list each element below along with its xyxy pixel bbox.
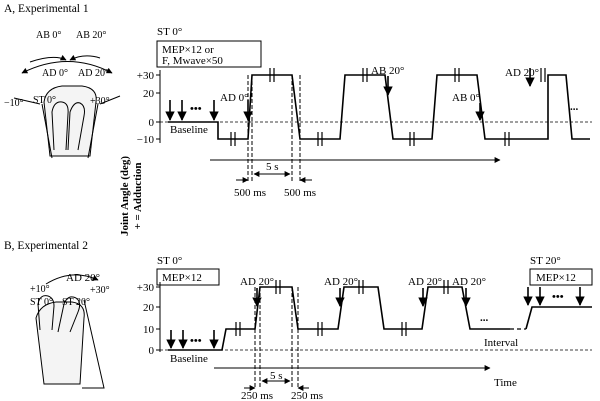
interval-label-b: Interval bbox=[484, 337, 518, 349]
event-label-b1: AD 20° bbox=[240, 276, 274, 288]
dur-5s-label-b: 5 s bbox=[270, 370, 283, 382]
event-label-b4: AD 20° bbox=[452, 276, 486, 288]
ab-arrow-2 bbox=[70, 56, 100, 60]
hand-b-st20: ST 20° bbox=[62, 297, 90, 308]
stim-box-line2: F, Mwave×50 bbox=[162, 55, 223, 67]
dur-b-label-a: 500 ms bbox=[284, 187, 316, 199]
ytick-a-0: 0 bbox=[149, 117, 155, 129]
ytick-b-10: 10 bbox=[143, 324, 155, 336]
y-axis-title-1: Joint Angle (deg) bbox=[119, 156, 131, 236]
hand-b-plus10: +10° bbox=[30, 284, 50, 295]
condition-label-a: ST 0° bbox=[157, 26, 182, 38]
condition-label-b: ST 0° bbox=[157, 255, 182, 267]
hand-label-minus10: −10° bbox=[4, 98, 24, 109]
stim-box-right-text: MEP×12 bbox=[536, 272, 576, 284]
hand-label-ad0: AD 0° bbox=[42, 68, 68, 79]
dots-b-right: ••• bbox=[552, 291, 564, 303]
ytick-b-0: 0 bbox=[149, 345, 155, 357]
y-axis-title-2: + = Adduction bbox=[132, 163, 144, 230]
angle-line-b bbox=[82, 300, 104, 388]
hand-label-st0: ST 0° bbox=[33, 95, 56, 106]
ytick-a-30: +30 bbox=[137, 70, 155, 82]
panel-a: A, Experimental 1 AB 0° AB 20° AD 0° AD … bbox=[4, 3, 592, 199]
panel-a-heading: A, Experimental 1 bbox=[4, 3, 89, 15]
panel-b: B, Experimental 2 AD 20° +10° +30° ST 0°… bbox=[4, 240, 592, 401]
hand-label-ab0: AB 0° bbox=[36, 30, 61, 41]
condition-right-b: ST 20° bbox=[530, 255, 561, 267]
ytick-a-minus10: −10 bbox=[137, 134, 155, 146]
baseline-label-b: Baseline bbox=[170, 353, 208, 365]
break-marks-b bbox=[236, 280, 448, 336]
dur-a-label-a: 500 ms bbox=[234, 187, 266, 199]
dur-b-label-b: 250 ms bbox=[291, 390, 323, 401]
ytick-a-20: 20 bbox=[143, 88, 155, 100]
hand-label-ab20: AB 20° bbox=[76, 30, 106, 41]
dur-5s-label-a: 5 s bbox=[266, 161, 279, 173]
stim-arrows-b bbox=[171, 287, 580, 348]
tail-dots-b: ... bbox=[480, 312, 489, 324]
panel-b-heading: B, Experimental 2 bbox=[4, 240, 88, 252]
y-axis-title: Joint Angle (deg) + = Adduction bbox=[119, 156, 144, 236]
event-label-a2: AB 20° bbox=[371, 65, 404, 77]
event-label-b3: AD 20° bbox=[408, 276, 442, 288]
dur-a-label-b: 250 ms bbox=[241, 390, 273, 401]
y-axis-a bbox=[156, 70, 160, 143]
st20-trace-b bbox=[526, 307, 592, 329]
hand-b-ad20: AD 20° bbox=[66, 272, 100, 284]
tail-dots-a: ... bbox=[570, 101, 579, 113]
hand-b-st0: ST 0° bbox=[30, 297, 53, 308]
dots-a: ••• bbox=[190, 103, 202, 115]
ytick-b-30: +30 bbox=[137, 282, 155, 294]
event-label-a4: AD 20° bbox=[505, 67, 539, 79]
dots-b: ••• bbox=[190, 335, 202, 347]
angle-trace-a bbox=[168, 75, 590, 139]
event-label-a3: AB 0° bbox=[452, 92, 480, 104]
event-label-b2: AD 20° bbox=[324, 276, 358, 288]
baseline-label-a: Baseline bbox=[170, 124, 208, 136]
hand-b-plus30: +30° bbox=[90, 285, 110, 296]
hand-label-plus30: +30° bbox=[90, 96, 110, 107]
angle-trace-b bbox=[168, 287, 510, 350]
y-axis-b bbox=[156, 282, 160, 352]
ytick-b-20: 20 bbox=[143, 302, 155, 314]
hand-label-ad20: AD 20° bbox=[78, 68, 109, 79]
stim-box-b-text: MEP×12 bbox=[162, 272, 202, 284]
event-label-a1: AD 0° bbox=[220, 92, 249, 104]
time-label-b: Time bbox=[494, 377, 517, 389]
